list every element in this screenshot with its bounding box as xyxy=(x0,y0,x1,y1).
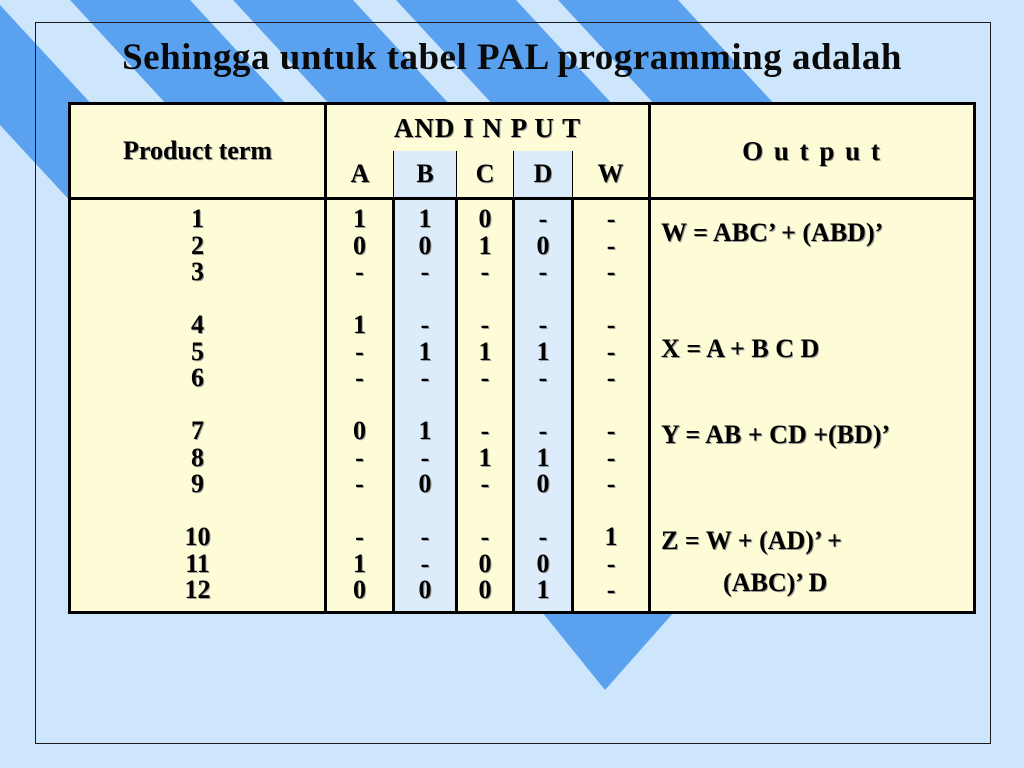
cell-c: 1 xyxy=(478,336,492,366)
cell-c: - xyxy=(480,416,490,445)
product-term-number: 11 xyxy=(185,548,210,578)
column-w-values: - - - - - - - - - 1 - - xyxy=(570,198,652,613)
cell-a: - xyxy=(355,442,364,472)
cell-a: 1 xyxy=(353,204,366,233)
cell-w: - xyxy=(606,469,616,498)
cell-c: 1 xyxy=(478,230,492,260)
cell-a: - xyxy=(355,336,364,366)
product-term-number: 6 xyxy=(191,363,204,392)
cell-w: - xyxy=(606,230,616,260)
cell-c: - xyxy=(480,522,490,551)
cell-d: 1 xyxy=(536,442,550,472)
cell-d: 1 xyxy=(536,336,550,366)
slide-title: Sehingga untuk tabel PAL programming ada… xyxy=(122,37,902,78)
cell-d: - xyxy=(538,257,548,286)
cell-b: 0 xyxy=(418,575,432,604)
product-term-number: 2 xyxy=(191,230,204,260)
cell-w: - xyxy=(606,363,616,392)
product-term-number: 1 xyxy=(191,204,204,233)
output-y-expression: Y = AB + CD +(BD)’ xyxy=(661,420,891,449)
cell-w: - xyxy=(606,442,616,472)
cell-w: - xyxy=(606,257,616,286)
cell-d: - xyxy=(538,204,548,233)
cell-c: 0 xyxy=(478,548,492,578)
cell-b: 1 xyxy=(418,336,432,366)
cell-b: - xyxy=(420,257,430,286)
cell-w: - xyxy=(606,416,616,445)
cell-c: - xyxy=(480,469,490,498)
cell-b: - xyxy=(420,310,430,339)
product-term-number: 4 xyxy=(191,310,204,339)
column-a-values: 1 0 - 1 - - 0 - - - 1 0 xyxy=(324,198,395,613)
cell-a: - xyxy=(355,522,364,551)
cell-d: 1 xyxy=(536,575,550,604)
output-z-expression-line1: Z = W + (AD)’ + xyxy=(661,526,842,555)
cell-w: - xyxy=(606,575,616,604)
cell-d: 0 xyxy=(536,230,550,260)
cell-a: 0 xyxy=(353,575,366,604)
output-header: O u t p u t xyxy=(648,103,977,200)
cell-c: - xyxy=(480,257,490,286)
cell-a: - xyxy=(355,469,364,498)
product-term-number: 12 xyxy=(184,575,211,604)
product-term-column: 1 2 3 4 5 6 7 8 9 10 11 12 xyxy=(68,198,327,613)
cell-c: - xyxy=(480,363,490,392)
cell-a: 1 xyxy=(353,310,366,339)
cell-c: 0 xyxy=(478,204,492,233)
output-column: W = ABC’ + (ABD)’ X = A + B C D Y = AB +… xyxy=(648,198,977,613)
product-term-number: 5 xyxy=(191,336,204,366)
cell-a: - xyxy=(355,363,364,392)
output-z-expression-line2: (ABC)’ D xyxy=(723,568,828,597)
cell-d: - xyxy=(538,416,548,445)
cell-b: 0 xyxy=(418,469,432,498)
cell-d: - xyxy=(538,522,548,551)
cell-a: 0 xyxy=(353,230,366,260)
cell-b: - xyxy=(420,522,430,551)
cell-a: 0 xyxy=(353,416,366,445)
column-header-d: D xyxy=(513,151,573,200)
slide-frame xyxy=(35,22,991,744)
cell-b: - xyxy=(420,548,430,578)
product-term-number: 3 xyxy=(191,257,204,286)
product-term-number: 7 xyxy=(191,416,204,445)
cell-a: 1 xyxy=(353,548,366,578)
cell-b: - xyxy=(420,363,430,392)
cell-c: 1 xyxy=(478,442,492,472)
cell-c: 0 xyxy=(478,575,492,604)
cell-w: - xyxy=(606,548,616,578)
output-x-expression: X = A + B C D xyxy=(661,334,820,363)
column-header-c: C xyxy=(456,151,514,200)
cell-b: 1 xyxy=(418,204,432,233)
column-header-a: A xyxy=(324,151,394,200)
cell-d: 0 xyxy=(536,548,550,578)
cell-w: 1 xyxy=(604,522,618,551)
column-header-w: W xyxy=(571,151,651,200)
cell-w: - xyxy=(606,204,616,233)
cell-d: 0 xyxy=(536,469,550,498)
cell-w: - xyxy=(606,336,616,366)
cell-b: 1 xyxy=(418,416,432,445)
cell-c: - xyxy=(480,310,490,339)
column-c-values: 0 1 - - 1 - - 1 - - 0 0 xyxy=(455,198,515,613)
and-input-header: AND I N P U T xyxy=(323,103,652,151)
cell-b: - xyxy=(420,442,430,472)
column-d-values: - 0 - - 1 - - 1 0 - 0 1 xyxy=(512,198,574,613)
column-header-b: B xyxy=(393,151,457,200)
output-w-expression: W = ABC’ + (ABD)’ xyxy=(661,218,884,247)
product-term-number: 8 xyxy=(191,442,204,472)
product-term-header: Product term xyxy=(68,103,327,200)
product-term-number: 10 xyxy=(184,522,211,551)
cell-w: - xyxy=(606,310,616,339)
cell-b: 0 xyxy=(418,230,432,260)
column-b-values: 1 0 - - 1 - 1 - 0 - - 0 xyxy=(392,198,458,613)
cell-a: - xyxy=(355,257,364,286)
pal-programming-table: Product term AND I N P U T O u t p u t A… xyxy=(68,102,977,614)
cell-d: - xyxy=(538,363,548,392)
cell-d: - xyxy=(538,310,548,339)
product-term-number: 9 xyxy=(191,469,204,498)
